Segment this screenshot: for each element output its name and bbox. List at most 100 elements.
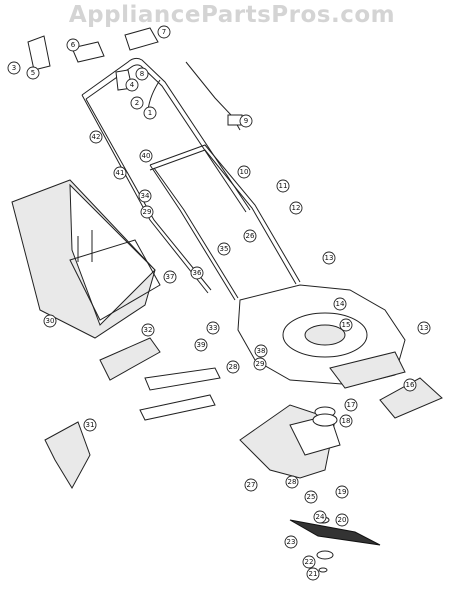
callout-31: 31	[83, 418, 97, 432]
callout-7: 7	[157, 25, 171, 39]
svg-text:17: 17	[347, 401, 356, 409]
callout-29: 29	[253, 357, 267, 371]
discharge-chute	[44, 337, 443, 490]
svg-text:2: 2	[135, 99, 139, 107]
svg-text:26: 26	[246, 232, 255, 240]
svg-text:30: 30	[46, 317, 55, 325]
callout-5: 5	[26, 66, 40, 80]
svg-text:7: 7	[162, 28, 166, 36]
callout-33: 33	[206, 321, 220, 335]
callout-22: 22	[302, 555, 316, 569]
blade-assembly	[239, 404, 381, 573]
svg-text:38: 38	[257, 347, 266, 355]
svg-text:25: 25	[307, 493, 316, 501]
svg-text:3: 3	[12, 64, 16, 72]
svg-text:12: 12	[292, 204, 301, 212]
callout-35: 35	[217, 242, 231, 256]
watermark: AppliancePartsPros.com	[68, 2, 396, 28]
callout-37: 37	[163, 270, 177, 284]
svg-text:31: 31	[86, 421, 95, 429]
svg-text:33: 33	[209, 324, 218, 332]
callout-21: 21	[306, 567, 320, 581]
svg-text:24: 24	[316, 513, 325, 521]
svg-text:18: 18	[342, 417, 351, 425]
callout-30: 30	[43, 314, 57, 328]
svg-text:1: 1	[148, 109, 152, 117]
grass-bag	[11, 179, 161, 339]
svg-text:36: 36	[193, 269, 202, 277]
callout-6: 6	[66, 38, 80, 52]
callout-38: 38	[254, 344, 268, 358]
mower-deck	[237, 284, 406, 389]
svg-text:28: 28	[288, 478, 297, 486]
callout-13: 13	[417, 321, 431, 335]
callout-32: 32	[141, 323, 155, 337]
svg-text:28: 28	[229, 363, 238, 371]
svg-text:40: 40	[142, 152, 151, 160]
callout-2: 2	[130, 96, 144, 110]
svg-text:23: 23	[287, 538, 296, 546]
svg-text:14: 14	[336, 300, 345, 308]
svg-text:22: 22	[305, 558, 314, 566]
callout-23: 23	[284, 535, 298, 549]
callout-3: 3	[7, 61, 21, 75]
callout-41: 41	[113, 166, 127, 180]
callout-27: 27	[244, 478, 258, 492]
svg-text:9: 9	[244, 117, 248, 125]
svg-text:41: 41	[116, 169, 125, 177]
svg-text:8: 8	[140, 70, 144, 78]
callout-14: 14	[333, 297, 347, 311]
svg-text:4: 4	[130, 81, 135, 89]
callout-40: 40	[139, 149, 153, 163]
callout-24: 24	[313, 510, 327, 524]
svg-text:10: 10	[240, 168, 249, 176]
svg-text:29: 29	[256, 360, 265, 368]
lower-handle	[149, 144, 301, 301]
svg-text:13: 13	[325, 254, 334, 262]
callout-17: 17	[344, 398, 358, 412]
upper-handle	[81, 57, 251, 294]
svg-text:35: 35	[220, 245, 229, 253]
svg-text:5: 5	[31, 69, 35, 77]
svg-text:15: 15	[342, 321, 351, 329]
svg-text:32: 32	[144, 326, 153, 334]
svg-text:11: 11	[279, 182, 288, 190]
callout-11: 11	[276, 179, 290, 193]
callout-29: 29	[140, 205, 154, 219]
svg-text:29: 29	[143, 208, 152, 216]
callout-20: 20	[335, 513, 349, 527]
callout-28: 28	[285, 475, 299, 489]
svg-text:20: 20	[338, 516, 347, 524]
svg-text:13: 13	[420, 324, 429, 332]
callout-18: 18	[339, 414, 353, 428]
callout-4: 4	[125, 78, 139, 92]
callout-15: 15	[339, 318, 353, 332]
svg-text:16: 16	[406, 381, 415, 389]
callout-19: 19	[335, 485, 349, 499]
callout-13: 13	[322, 251, 336, 265]
svg-text:27: 27	[247, 481, 256, 489]
callout-16: 16	[403, 378, 417, 392]
svg-text:6: 6	[71, 41, 76, 49]
callout-12: 12	[289, 201, 303, 215]
callout-42: 42	[89, 130, 103, 144]
svg-text:37: 37	[166, 273, 175, 281]
svg-text:42: 42	[92, 133, 101, 141]
callout-36: 36	[190, 266, 204, 280]
svg-text:19: 19	[338, 488, 347, 496]
callout-1: 1	[143, 106, 157, 120]
callout-9: 9	[239, 114, 253, 128]
svg-text:39: 39	[197, 341, 206, 349]
control-bail	[27, 27, 243, 131]
callout-26: 26	[243, 229, 257, 243]
callout-34: 34	[138, 189, 152, 203]
callout-28: 28	[226, 360, 240, 374]
callout-10: 10	[237, 165, 251, 179]
callout-25: 25	[304, 490, 318, 504]
callout-8: 8	[135, 67, 149, 81]
callout-group: 1234567891011121313141516171819202122232…	[7, 25, 431, 581]
svg-text:34: 34	[141, 192, 150, 200]
callout-39: 39	[194, 338, 208, 352]
svg-text:21: 21	[309, 570, 318, 578]
